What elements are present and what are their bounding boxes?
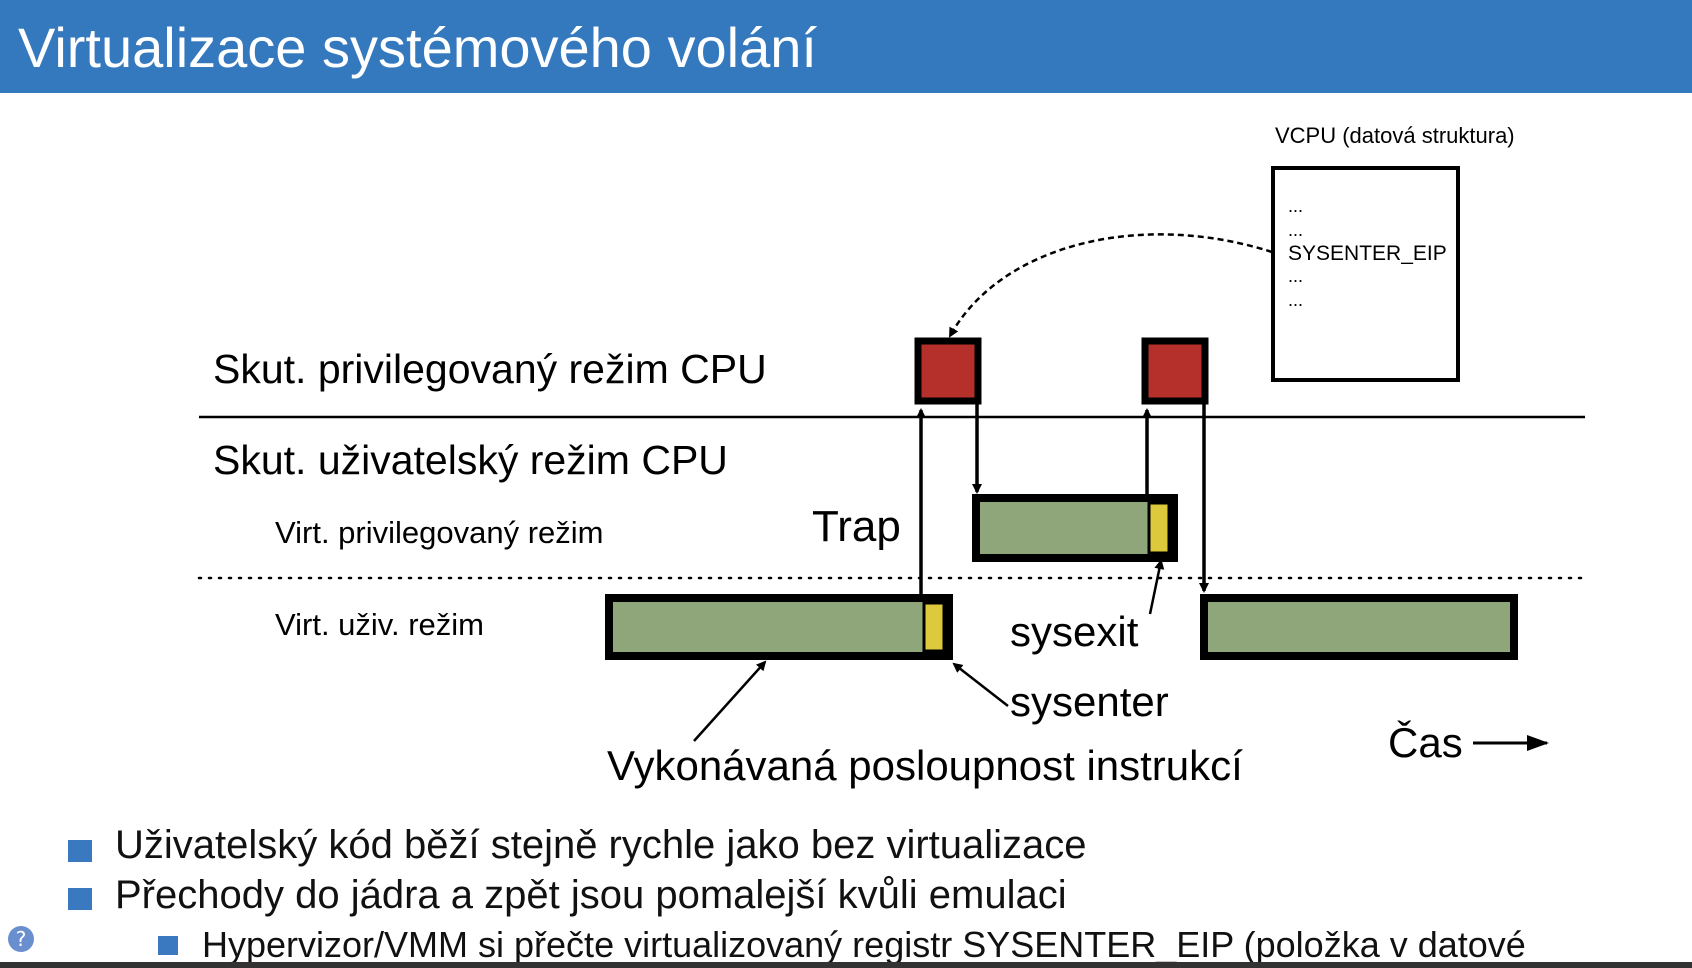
- bullet-square-icon: [158, 936, 178, 955]
- vcpu-line: ...: [1288, 266, 1303, 286]
- instruction-marker-sysenter: [922, 601, 946, 653]
- question-icon[interactable]: ?: [8, 926, 34, 952]
- bullet-square-icon: [68, 888, 92, 910]
- sysexit-pointer: [1148, 559, 1165, 615]
- vcpu-line: ...: [1288, 196, 1303, 216]
- bullet-text: Uživatelský kód běží stejně rychle jako …: [115, 823, 1087, 867]
- mode-label-virt-user: Virt. uživ. režim: [275, 607, 484, 642]
- vcpu-box: [1271, 166, 1460, 382]
- vcpu-label: VCPU (datová struktura): [1275, 123, 1515, 148]
- instructions-label: Vykonávaná posloupnost instrukcí: [607, 742, 1243, 789]
- sysenter-pointer: [952, 662, 1009, 707]
- sysexit-label: sysexit: [1010, 608, 1139, 655]
- vcpu-line-sysenter-eip: SYSENTER_EIP: [1288, 242, 1447, 265]
- sysenter-label: sysenter: [1010, 678, 1169, 725]
- mode-label-real-privileged: Skut. privilegovaný režim CPU: [213, 346, 767, 392]
- bullet-text: Hypervizor/VMM si přečte virtualizovaný …: [202, 924, 1526, 965]
- execution-block-user-2: [1200, 594, 1518, 660]
- privileged-block-sysexit: [1141, 337, 1209, 405]
- syscall-virtualization-diagram: VCPU (datová struktura) ... ... SYSENTER…: [197, 123, 1587, 789]
- bottom-border: [0, 962, 1692, 968]
- sysenter-eip-lookup-arrow: [948, 233, 1273, 338]
- vcpu-line: ...: [1288, 220, 1303, 240]
- mode-label-virt-privileged: Virt. privilegovaný režim: [275, 515, 603, 550]
- title-bar: Virtualizace systémového volání: [0, 0, 1692, 93]
- instruction-marker-sysexit: [1147, 501, 1171, 555]
- mode-label-real-user: Skut. uživatelský režim CPU: [213, 437, 728, 483]
- privileged-block-trap: [914, 337, 982, 405]
- instructions-pointer: [693, 660, 767, 742]
- page-title: Virtualizace systémového volání: [18, 16, 817, 79]
- bullet-square-icon: [68, 840, 92, 862]
- trap-label: Trap: [812, 502, 901, 551]
- time-label: Čas: [1388, 719, 1463, 766]
- execution-block-virt-privileged: [972, 494, 1178, 562]
- vcpu-line: ...: [1288, 290, 1303, 310]
- execution-block-user-1: [605, 594, 953, 660]
- bullet-text: Přechody do jádra a zpět jsou pomalejší …: [115, 873, 1067, 917]
